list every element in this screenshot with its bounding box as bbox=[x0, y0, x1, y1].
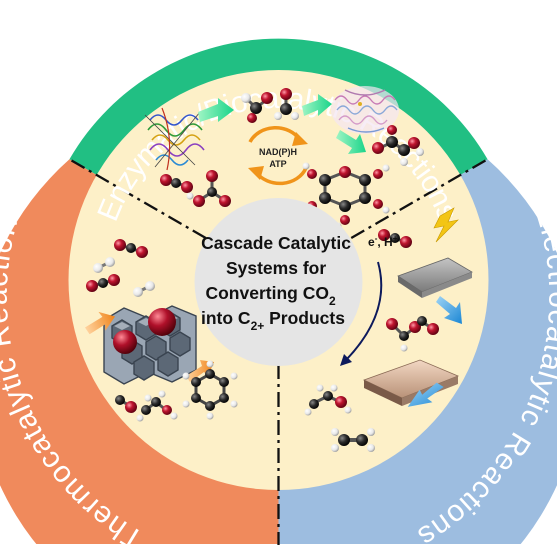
enzymatic-region: NAD(P)H ATP bbox=[144, 86, 424, 230]
center-line-4: into C bbox=[201, 308, 251, 328]
co2-molecule-icon bbox=[378, 229, 412, 248]
ethanol-molecule-icon bbox=[136, 390, 178, 422]
molecule-icon bbox=[372, 125, 424, 166]
cofactor-nadph: NAD(P)H bbox=[259, 147, 297, 157]
ethylene-molecule-icon bbox=[331, 428, 375, 452]
co-molecule-icon bbox=[115, 395, 137, 413]
metal-particle-icon bbox=[148, 308, 176, 336]
co2-molecule-icon bbox=[114, 239, 148, 258]
blue-arrow-1 bbox=[436, 296, 462, 324]
center-line-2: Systems for bbox=[226, 258, 326, 278]
co2-molecule-icon bbox=[86, 274, 120, 292]
orange-arrow-in bbox=[84, 311, 116, 335]
h2-molecule-icon bbox=[93, 257, 115, 273]
electron-proton-label: e-, H+ bbox=[368, 234, 398, 249]
green-arrow-2 bbox=[302, 94, 332, 116]
cofactor-atp: ATP bbox=[269, 159, 286, 169]
glucose-molecule-icon bbox=[300, 162, 390, 230]
electron-flow-arrow bbox=[345, 261, 383, 361]
molecule-icon bbox=[274, 88, 299, 120]
green-arrow-1 bbox=[198, 98, 234, 122]
lightning-icon bbox=[433, 207, 459, 243]
center-line-1: Cascade Catalytic bbox=[201, 233, 351, 253]
center-title: Cascade Catalytic Systems for Converting… bbox=[201, 233, 356, 333]
benzene-molecule-icon bbox=[182, 360, 238, 420]
thermo-region bbox=[84, 239, 238, 422]
carbonate-molecule-icon bbox=[186, 170, 231, 207]
metal-particle-icon bbox=[113, 330, 137, 354]
cofactor-cycle: NAD(P)H ATP bbox=[248, 126, 308, 186]
co2-molecule-icon bbox=[160, 174, 193, 193]
molecule-icon bbox=[241, 92, 273, 123]
protein-structure-left-icon bbox=[144, 107, 205, 171]
blue-arrow-2 bbox=[407, 382, 444, 407]
protein-structure-right-icon bbox=[331, 86, 399, 134]
green-arrow-3 bbox=[336, 130, 366, 154]
h2-molecule-icon bbox=[133, 281, 155, 297]
co-molecule-icon bbox=[417, 316, 439, 335]
center-circle bbox=[194, 198, 363, 366]
electro-region: e-, H+ bbox=[304, 207, 473, 452]
ethanol-molecule-icon bbox=[304, 384, 352, 416]
center-line-3: Converting CO bbox=[205, 283, 328, 303]
